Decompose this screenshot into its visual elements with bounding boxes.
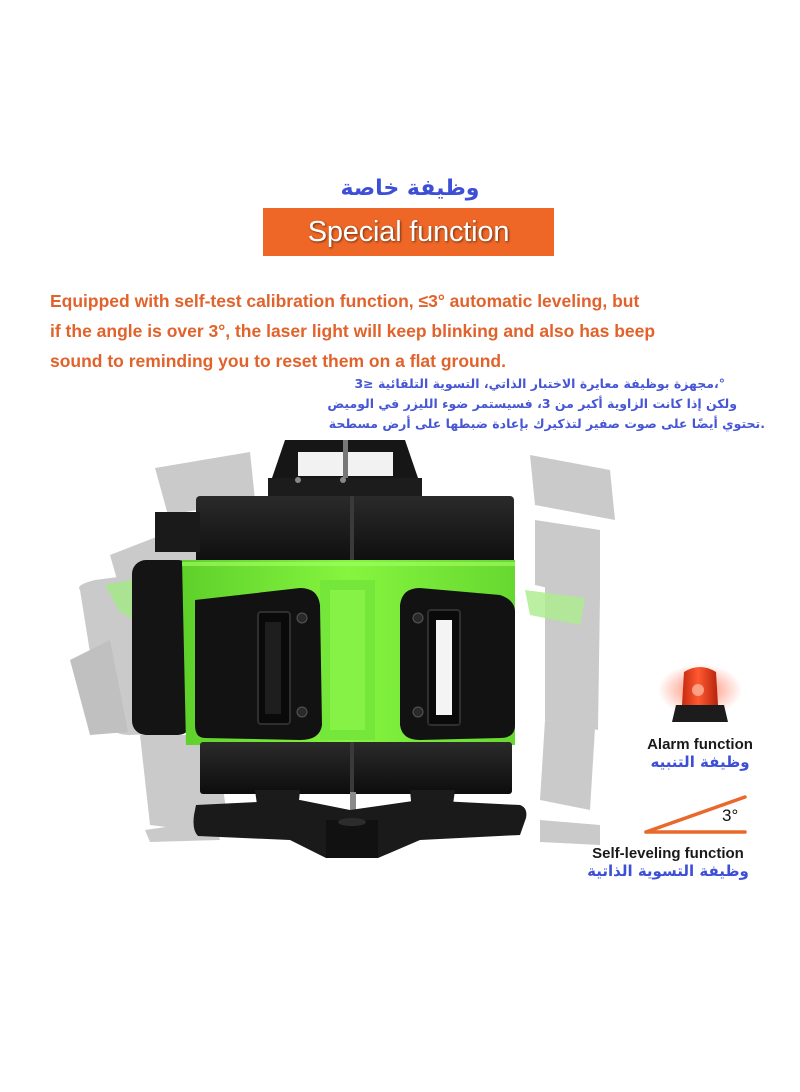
arabic-description-line: ولكن إذا كانت الزاوية أكبر من 3، فسيستمر… (327, 396, 737, 411)
arabic-section-title: وظيفة خاصة (340, 176, 480, 201)
description-line: sound to reminding you to reset them on … (50, 351, 506, 371)
lower-housing (200, 742, 512, 794)
left-laser-window (195, 588, 322, 740)
upper-housing (196, 496, 514, 566)
angle-value: 3° (722, 806, 739, 825)
description-line: Equipped with self-test calibration func… (50, 291, 640, 311)
section-banner: Special function (263, 208, 554, 256)
self-leveling-label: Self-leveling function (592, 845, 744, 862)
english-description: Equipped with self-test calibration func… (50, 286, 750, 376)
top-handle (268, 440, 422, 500)
description-line: if the angle is over 3°, the laser light… (50, 321, 656, 341)
feature-alarm: Alarm function وظيفة التنبيه (620, 668, 780, 771)
right-laser-window (400, 588, 515, 740)
alarm-function-arabic-label: وظيفة التنبيه (650, 753, 750, 771)
self-leveling-arabic-label: وظيفة التسوية الذاتية (587, 862, 749, 880)
arabic-description-line: .تحتوي أيضًا على صوت صفير لتذكيرك بإعادة… (328, 416, 765, 431)
arabic-description: °،مجهزة بوظيفة معايرة الاختبار الذاتي، ا… (300, 374, 765, 434)
alarm-beacon-icon (658, 664, 742, 722)
angle-icon (644, 795, 747, 834)
feature-self-leveling: Self-leveling function وظيفة التسوية الذ… (578, 795, 758, 880)
arabic-description-line: °،مجهزة بوظيفة معايرة الاختبار الذاتي، ا… (354, 376, 725, 391)
alarm-function-label: Alarm function (647, 736, 753, 753)
rotating-base (193, 790, 527, 858)
banner-title: Special function (307, 215, 510, 248)
